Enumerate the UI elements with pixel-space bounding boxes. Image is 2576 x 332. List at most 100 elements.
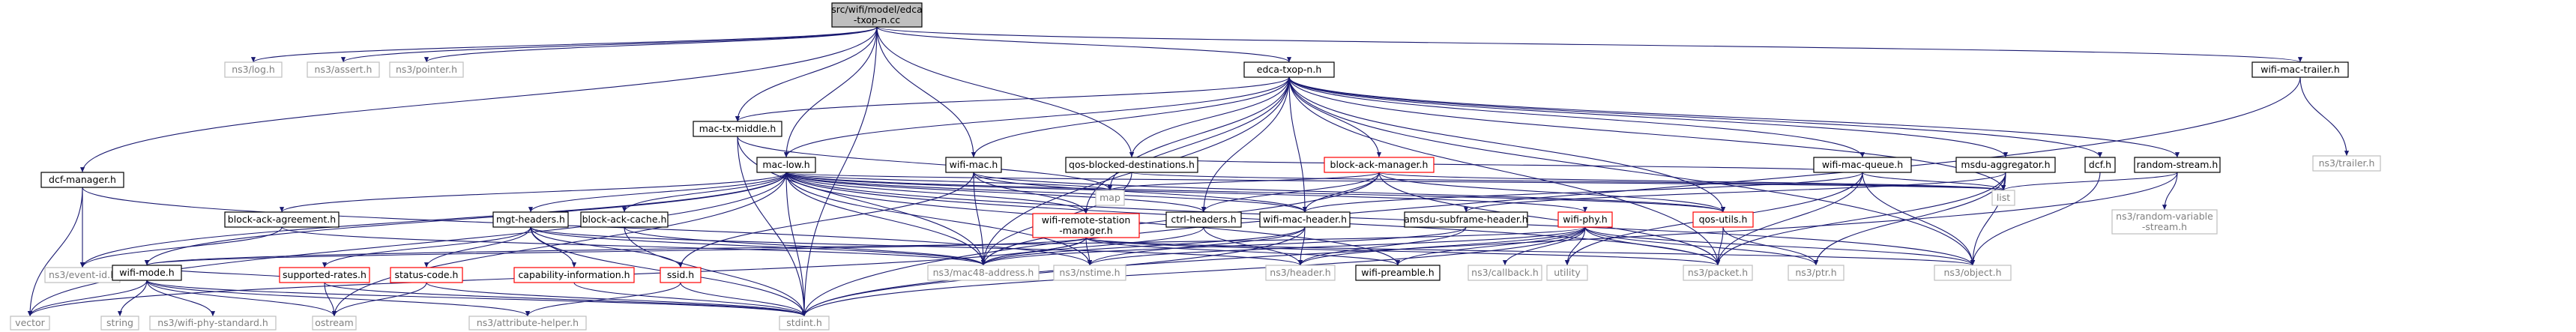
edge-blockackagreement-to-mac48 bbox=[281, 226, 986, 266]
node-randomstream[interactable]: random-stream.h bbox=[2134, 157, 2221, 173]
edge-wifiphy-to-nstime bbox=[1088, 226, 1586, 266]
node-wifimacheader[interactable]: wifi-mac-header.h bbox=[1259, 211, 1351, 228]
node-box-utility bbox=[1546, 265, 1588, 281]
node-box-mgtheaders bbox=[492, 211, 569, 228]
node-label-vector: vector bbox=[15, 317, 46, 328]
node-box-nstime bbox=[1053, 265, 1126, 281]
node-object: ns3/object.h bbox=[1934, 265, 2012, 281]
node-qosblocked[interactable]: qos-blocked-destinations.h bbox=[1065, 157, 1198, 173]
edge-wifimode-to-stdint bbox=[146, 280, 806, 317]
node-box-dcfmanager bbox=[40, 172, 124, 188]
node-label-amsdu: amsdu-subframe-header.h bbox=[1404, 214, 1527, 225]
node-label-qosblocked: qos-blocked-destinations.h bbox=[1069, 159, 1195, 170]
node-label-callback: ns3/callback.h bbox=[1471, 267, 1539, 278]
edge-root-to-mactxmiddle bbox=[735, 26, 878, 122]
node-box-edca bbox=[1243, 61, 1335, 78]
node-dcfmanager[interactable]: dcf-manager.h bbox=[40, 172, 124, 188]
node-wifimac[interactable]: wifi-mac.h bbox=[945, 157, 1002, 173]
edge-maclow-to-mgtheaders bbox=[528, 172, 787, 213]
edge-wifimacqueue-to-wifimacheader bbox=[1303, 172, 1863, 213]
node-maclow[interactable]: mac-low.h bbox=[756, 157, 816, 173]
edge-wrsm-to-nstime bbox=[1085, 237, 1093, 266]
node-blockackagreement[interactable]: block-ack-agreement.h bbox=[224, 211, 340, 228]
node-msduagg[interactable]: msdu-aggregator.h bbox=[1955, 157, 2056, 173]
edge-edca-to-maclow bbox=[784, 76, 1290, 158]
edge-edca-to-wifimac bbox=[971, 76, 1290, 158]
node-suprates[interactable]: supported-rates.h bbox=[279, 267, 370, 283]
node-box-map bbox=[1095, 190, 1125, 206]
edge-wifiphy-to-object bbox=[1584, 226, 1975, 266]
edge-dcfmanager-to-vector bbox=[27, 187, 83, 317]
edge-blockackmanager-to-ctrlheaders bbox=[1201, 172, 1380, 213]
node-ssid[interactable]: ssid.h bbox=[660, 267, 702, 283]
edge-amsdu-to-header bbox=[1297, 226, 1467, 266]
node-label-wifimactrailer: wifi-mac-trailer.h bbox=[2260, 64, 2340, 75]
node-string: string bbox=[100, 316, 139, 331]
node-box-blockackmanager bbox=[1324, 157, 1435, 173]
node-pointer: ns3/pointer.h bbox=[389, 61, 464, 78]
node-wrsm[interactable]: wifi-remote-station-manager.h bbox=[1032, 213, 1140, 238]
node-label-eventid: ns3/event-id.h bbox=[49, 269, 116, 280]
node-capinfo[interactable]: capability-information.h bbox=[513, 267, 635, 283]
node-box-randomstream bbox=[2134, 157, 2221, 173]
node-blockackcache[interactable]: block-ack-cache.h bbox=[580, 211, 669, 228]
edge-maclow-to-list bbox=[785, 172, 2006, 191]
edge-ctrlheaders-to-header bbox=[1203, 226, 1303, 266]
node-ctrlheaders[interactable]: ctrl-headers.h bbox=[1165, 211, 1242, 228]
edge-capinfo-to-stdint bbox=[573, 282, 806, 317]
node-mgtheaders[interactable]: mgt-headers.h bbox=[492, 211, 569, 228]
edge-wrsm-to-wifimode bbox=[145, 237, 1087, 266]
node-wifimactrailer[interactable]: wifi-mac-trailer.h bbox=[2251, 61, 2349, 78]
node-label-ssid: ssid.h bbox=[667, 269, 694, 280]
node-box-qosutils bbox=[1692, 211, 1754, 228]
node-box-header bbox=[1265, 265, 1336, 281]
edge-ctrlheaders-to-mac48 bbox=[981, 226, 1204, 266]
edge-edca-to-dcf bbox=[1288, 76, 2102, 158]
edge-qosutils-to-ptr bbox=[1722, 226, 1819, 266]
node-box-msduagg bbox=[1955, 157, 2056, 173]
edge-edca-to-qosblocked bbox=[1129, 76, 1290, 158]
node-label-packet: ns3/packet.h bbox=[1688, 267, 1748, 278]
node-wifimode[interactable]: wifi-mode.h bbox=[112, 265, 182, 281]
node-label-blockackmanager: block-ack-manager.h bbox=[1330, 159, 1429, 170]
node-box-nsrandvar bbox=[2111, 209, 2218, 235]
edge-maclow-to-wifiphy bbox=[785, 172, 1587, 213]
node-ostream: ostream bbox=[312, 316, 357, 331]
node-box-phystd bbox=[149, 316, 277, 331]
node-eventid: ns3/event-id.h bbox=[44, 267, 121, 283]
node-mactxmiddle[interactable]: mac-tx-middle.h bbox=[693, 121, 782, 137]
edge-root-to-assert bbox=[341, 26, 878, 63]
node-statuscode[interactable]: status-code.h bbox=[390, 267, 463, 283]
node-label-string: string bbox=[106, 317, 133, 328]
node-edca[interactable]: edca-txop-n.h bbox=[1243, 61, 1335, 78]
node-label-wifimacheader: wifi-mac-header.h bbox=[1263, 214, 1347, 225]
node-qosutils[interactable]: qos-utils.h bbox=[1692, 211, 1754, 228]
node-label-statuscode: status-code.h bbox=[395, 269, 459, 280]
edge-mactxmiddle-to-stdint bbox=[737, 136, 807, 317]
node-dcf[interactable]: dcf.h bbox=[2084, 157, 2116, 173]
edge-wifimac-to-mac48 bbox=[973, 172, 986, 266]
node-wifipreamble[interactable]: wifi-preamble.h bbox=[1355, 265, 1441, 281]
node-label-list: list bbox=[1997, 192, 2010, 203]
node-amsdu[interactable]: amsdu-subframe-header.h bbox=[1404, 211, 1528, 228]
edge-edca-to-wifimacheader bbox=[1288, 76, 1308, 213]
node-root[interactable]: src/wifi/model/edca-txop-n.cc bbox=[831, 2, 923, 28]
node-label-wifiphy: wifi-phy.h bbox=[1563, 214, 1607, 225]
node-wifimacqueue[interactable]: wifi-mac-queue.h bbox=[1813, 157, 1912, 173]
node-box-object bbox=[1934, 265, 2012, 281]
edge-maclow-to-wrsm bbox=[785, 172, 1088, 214]
edge-dcf-to-object bbox=[1970, 172, 2101, 266]
node-box-list bbox=[1991, 190, 2015, 206]
node-box-blockackagreement bbox=[224, 211, 340, 228]
edge-maclow-to-wifimacheader bbox=[785, 172, 1307, 213]
node-packet: ns3/packet.h bbox=[1683, 265, 1753, 281]
node-wifiphy[interactable]: wifi-phy.h bbox=[1557, 211, 1613, 228]
node-stdint: stdint.h bbox=[779, 316, 830, 331]
node-trailer: ns3/trailer.h bbox=[2312, 155, 2381, 172]
node-box-pointer bbox=[389, 61, 464, 78]
node-box-assert bbox=[307, 61, 380, 78]
node-box-qosblocked bbox=[1065, 157, 1198, 173]
node-blockackmanager[interactable]: block-ack-manager.h bbox=[1324, 157, 1435, 173]
edge-maclow-to-ctrlheaders bbox=[785, 172, 1206, 213]
edge-wifiphy-to-ptr bbox=[1584, 226, 1818, 266]
